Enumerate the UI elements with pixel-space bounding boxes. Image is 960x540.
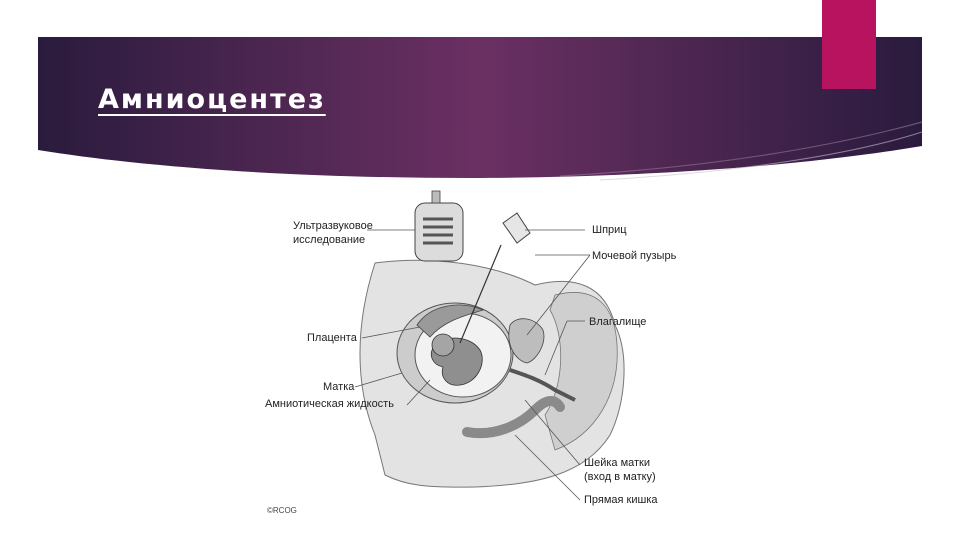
label-cervix: (вход в матку): [584, 471, 656, 483]
header-wave-line: [599, 131, 923, 181]
label-ultrasound: Ультразвуковое: [293, 220, 373, 232]
label-placenta: Плацента: [307, 332, 358, 344]
label-bladder: Мочевой пузырь: [592, 250, 677, 262]
leader-line: [361, 326, 421, 339]
leader-line: [354, 372, 403, 388]
cervix-channel: [509, 368, 576, 402]
label-uterus: Матка: [323, 381, 355, 393]
slide-title: Амниоцентез: [98, 84, 326, 115]
placenta-shape: [416, 304, 485, 338]
copyright-text: ©RCOG: [267, 506, 297, 515]
leader-line: [544, 320, 568, 376]
label-ultrasound: исследование: [293, 234, 365, 246]
amniocentesis-diagram: Ультразвуковое исследование Шприц Мочево…: [265, 190, 677, 515]
probe-cable: [431, 190, 441, 204]
syringe-shape: [502, 212, 531, 244]
needle-line: [459, 244, 502, 344]
leader-line: [526, 254, 591, 336]
accent-tab: [822, 0, 876, 89]
leader-line: [524, 399, 581, 466]
rectum-shape: [462, 396, 565, 439]
label-cervix: Шейка матки: [584, 457, 650, 469]
header-band: [38, 37, 923, 181]
leader-line: [514, 434, 581, 501]
label-vagina: Влагалище: [589, 316, 646, 328]
fetus-head-shape: [431, 333, 455, 357]
ultrasound-probe-shape: [414, 202, 464, 262]
header-background: [38, 37, 922, 178]
label-amniotic-fluid: Амниотическая жидкость: [265, 398, 394, 410]
label-rectum: Прямая кишка: [584, 494, 658, 506]
leader-line: [406, 379, 431, 406]
label-syringe: Шприц: [592, 224, 627, 236]
bladder-shape: [508, 318, 545, 364]
header-wave-line: [559, 121, 923, 177]
